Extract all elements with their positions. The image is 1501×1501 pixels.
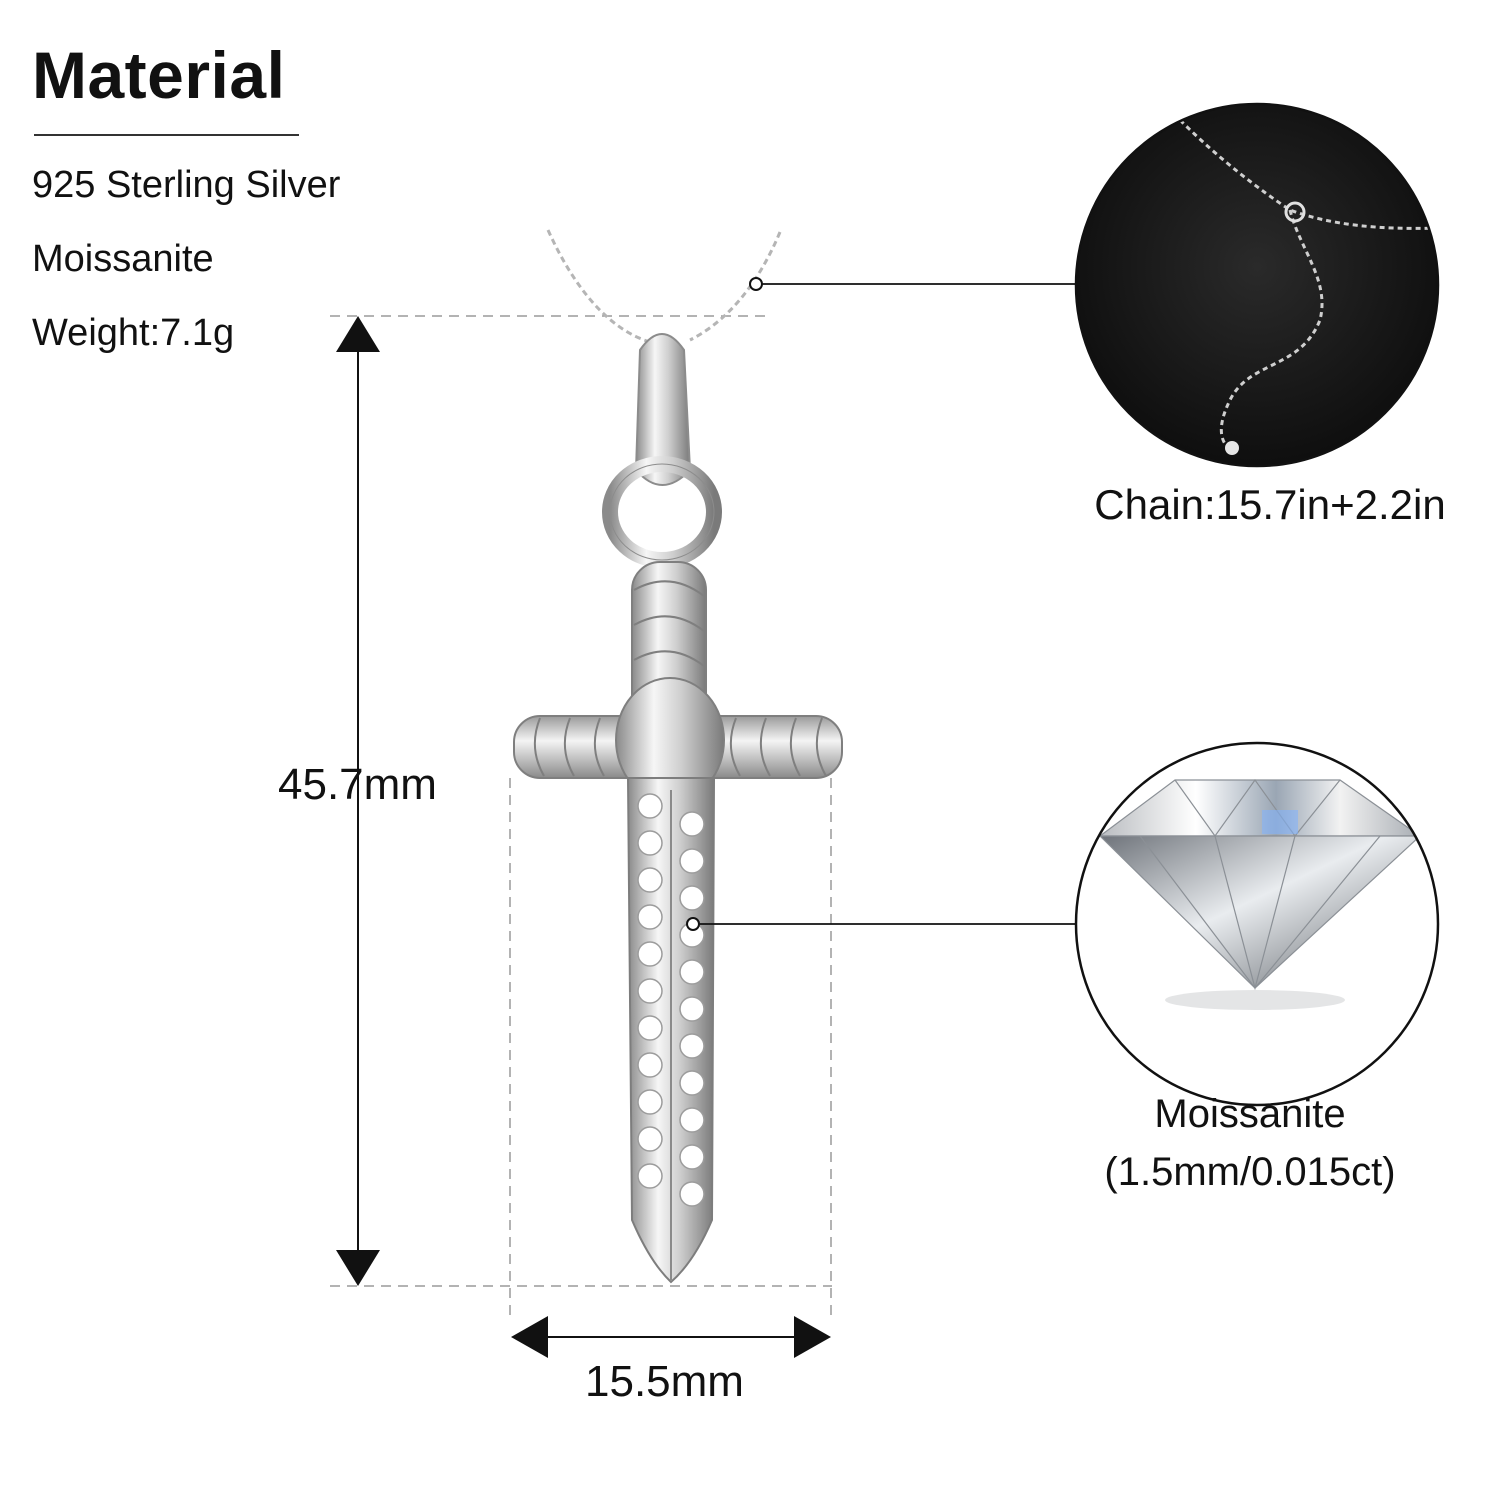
blade-stone [679,1181,705,1207]
heading-underline [34,134,299,136]
pendant-blade [626,777,716,1284]
blade-stone [679,848,705,874]
blade-stone [679,885,705,911]
blade-stone [637,867,663,893]
height-arrow [336,316,380,1286]
arrow-down-icon [336,1250,380,1286]
blade-stone [679,1144,705,1170]
blade-stone [637,793,663,819]
blade-stone [637,830,663,856]
stone-callout-pointer [686,917,1076,931]
blade-stone [679,1070,705,1096]
blade-stone [679,996,705,1022]
blade-stone [679,1033,705,1059]
blade-stone [679,959,705,985]
material-heading: Material [32,38,286,112]
blade-stone [637,904,663,930]
height-label: 45.7mm [278,760,437,809]
chain-length-label: Chain:15.7in+2.2in [1094,481,1446,528]
blade-stone [679,811,705,837]
necklace-chain [546,229,782,344]
blade-stone [637,1163,663,1189]
moissanite-detail-photo [1074,741,1440,1107]
blade-stone [637,1089,663,1115]
blade-stone [679,1107,705,1133]
blade-stone [637,978,663,1004]
arrow-left-icon [511,1316,548,1358]
width-arrow [511,1316,831,1358]
pendant-crossguard [513,677,843,803]
spec-material-stone: Moissanite [32,238,214,280]
pendant-bail [602,333,722,568]
blade-stone [637,1052,663,1078]
stone-spec-label: (1.5mm/0.015ct) [1104,1150,1396,1194]
stone-name-label: Moissanite [1154,1092,1346,1136]
chain-detail-photo [1074,102,1440,468]
spec-material-silver: 925 Sterling Silver [32,164,341,206]
blade-stones-right [679,811,705,1207]
arrow-up-icon [336,316,380,352]
dimension-guides [330,315,832,1320]
blade-stones-left [637,793,663,1189]
chain-callout-pointer [749,277,1076,291]
arrow-right-icon [794,1316,831,1358]
width-label: 15.5mm [585,1357,744,1406]
blade-stone [637,1015,663,1041]
blade-stone [637,941,663,967]
spec-weight: Weight:7.1g [32,312,235,354]
blade-stone [637,1126,663,1152]
